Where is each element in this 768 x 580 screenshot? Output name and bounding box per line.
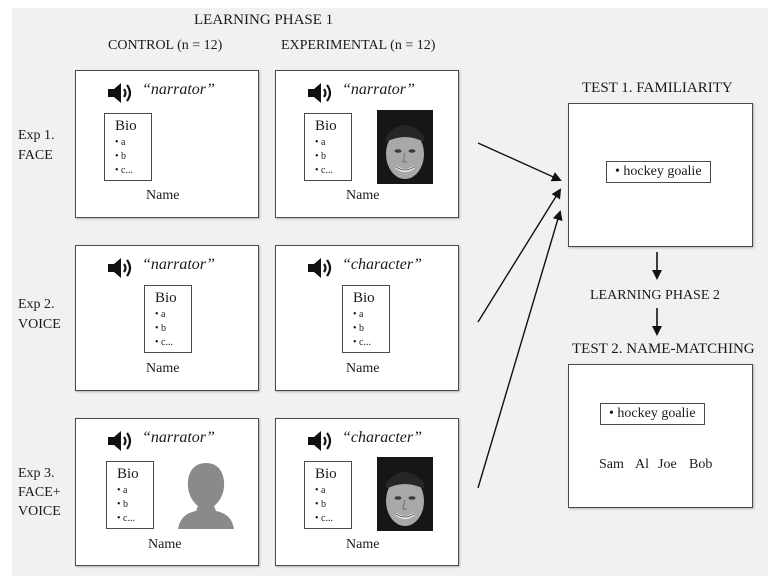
bio-card: Bio • a • b • c... xyxy=(304,113,352,181)
bio-item: • c... xyxy=(115,165,133,176)
bio-item: • b xyxy=(315,499,327,510)
role-label: “narrator” xyxy=(142,429,215,446)
test2-title: TEST 2. NAME-MATCHING xyxy=(572,341,755,357)
arrow-icon xyxy=(477,142,562,182)
name-option-sam: Sam xyxy=(599,457,624,472)
bio-item: • b xyxy=(353,323,365,334)
test1-panel: • hockey goalie xyxy=(568,103,753,247)
exp1-label-line1: Exp 1. xyxy=(18,128,55,143)
bio-card: Bio • a • b • c... xyxy=(104,113,152,181)
arrow-icon xyxy=(477,210,563,489)
test2-panel: • hockey goalie Sam Al Joe Bob xyxy=(568,364,753,508)
role-label: “narrator” xyxy=(142,81,215,98)
e2-experimental-panel: “character” Bio • a • b • c... Name xyxy=(275,245,459,391)
experimental-header: EXPERIMENTAL (n = 12) xyxy=(281,38,436,53)
e3-experimental-panel: “character” Bio • a • b • c... Name xyxy=(275,418,459,566)
name-label: Name xyxy=(146,188,180,203)
speaker-icon xyxy=(108,431,132,451)
bio-item: • b xyxy=(315,151,327,162)
bio-card: Bio • a • b • c... xyxy=(106,461,154,529)
bio-item: • a xyxy=(315,485,326,496)
bio-card: Bio • a • b • c... xyxy=(144,285,192,353)
phase2-title: LEARNING PHASE 2 xyxy=(590,288,720,303)
test1-title: TEST 1. FAMILIARITY xyxy=(582,80,733,96)
name-label: Name xyxy=(346,537,380,552)
bio-item: • c... xyxy=(155,337,173,348)
speaker-icon xyxy=(308,83,332,103)
person-silhouette-icon xyxy=(178,463,234,529)
bio-item: • c... xyxy=(117,513,135,524)
name-label: Name xyxy=(146,361,180,376)
speaker-icon xyxy=(308,431,332,451)
name-option-al: Al xyxy=(635,457,649,472)
arrow-icon xyxy=(477,188,562,323)
speaker-icon xyxy=(308,258,332,278)
bio-title: Bio xyxy=(155,290,177,306)
e1-control-panel: “narrator” Bio • a • b • c... Name xyxy=(75,70,259,218)
bio-title: Bio xyxy=(315,118,337,134)
name-option-bob: Bob xyxy=(689,457,713,472)
test1-tag: • hockey goalie xyxy=(606,161,711,183)
face-photo xyxy=(377,457,433,531)
e3-control-panel: “narrator” Bio • a • b • c... Name xyxy=(75,418,259,566)
bio-item: • a xyxy=(117,485,128,496)
bio-card: Bio • a • b • c... xyxy=(342,285,390,353)
speaker-icon xyxy=(108,83,132,103)
phase1-title: LEARNING PHASE 1 xyxy=(194,12,334,28)
speaker-icon xyxy=(108,258,132,278)
name-option-joe: Joe xyxy=(658,457,677,472)
bio-item: • c... xyxy=(315,513,333,524)
exp2-label-line2: VOICE xyxy=(18,317,61,332)
bio-item: • b xyxy=(117,499,129,510)
bio-item: • b xyxy=(155,323,167,334)
e2-control-panel: “narrator” Bio • a • b • c... Name xyxy=(75,245,259,391)
bio-title: Bio xyxy=(315,466,337,482)
bio-item: • a xyxy=(155,309,166,320)
name-label: Name xyxy=(346,188,380,203)
bio-item: • a xyxy=(115,137,126,148)
role-label: “character” xyxy=(342,429,422,446)
role-label: “narrator” xyxy=(342,81,415,98)
name-label: Name xyxy=(346,361,380,376)
exp3-label-line1: Exp 3. xyxy=(18,466,55,481)
exp3-label-line2: FACE+ xyxy=(18,485,61,500)
role-label: “character” xyxy=(342,256,422,273)
bio-title: Bio xyxy=(117,466,139,482)
bio-item: • b xyxy=(115,151,127,162)
bio-item: • a xyxy=(315,137,326,148)
role-label: “narrator” xyxy=(142,256,215,273)
face-photo xyxy=(377,110,433,184)
e1-experimental-panel: “narrator” Bio • a • b • c... Name xyxy=(275,70,459,218)
bio-item: • c... xyxy=(315,165,333,176)
exp1-label-line2: FACE xyxy=(18,148,53,163)
bio-item: • a xyxy=(353,309,364,320)
bio-item: • c... xyxy=(353,337,371,348)
bio-title: Bio xyxy=(353,290,375,306)
control-header: CONTROL (n = 12) xyxy=(108,38,223,53)
bio-card: Bio • a • b • c... xyxy=(304,461,352,529)
test2-tag: • hockey goalie xyxy=(600,403,705,425)
exp2-label-line1: Exp 2. xyxy=(18,297,55,312)
exp3-label-line3: VOICE xyxy=(18,504,61,519)
bio-title: Bio xyxy=(115,118,137,134)
name-label: Name xyxy=(148,537,182,552)
